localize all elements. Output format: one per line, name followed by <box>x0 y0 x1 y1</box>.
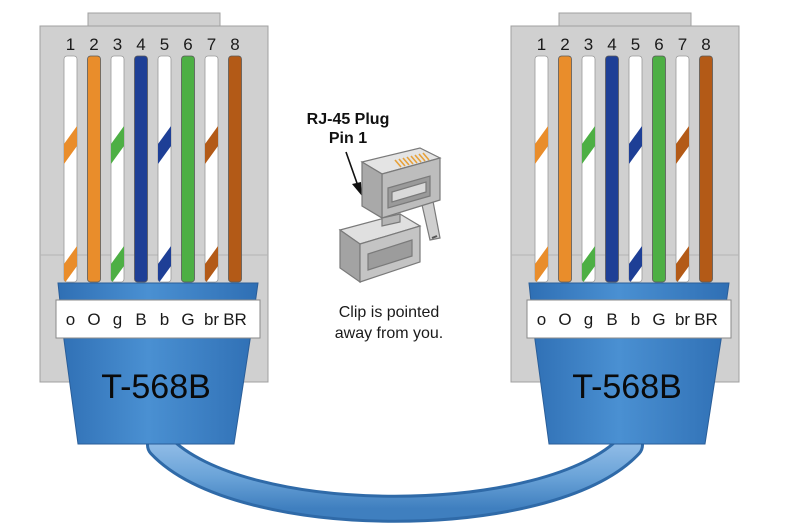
right-wire-8 <box>699 55 713 283</box>
left-pin-number-8: 8 <box>230 35 239 54</box>
left-wire-5 <box>157 55 172 283</box>
right-pin-number-5: 5 <box>631 35 640 54</box>
left-wire-label-1: o <box>66 310 75 329</box>
plug-title-line2: Pin 1 <box>329 130 367 147</box>
left-pin-number-5: 5 <box>160 35 169 54</box>
left-wire-label-5: b <box>160 310 169 329</box>
left-wire-label-7: br <box>204 310 219 329</box>
left-wire-label-4: B <box>135 310 146 329</box>
left-wire-1 <box>63 55 78 283</box>
right-pin-number-6: 6 <box>654 35 663 54</box>
plug-caption-line2: away from you. <box>335 325 443 342</box>
right-wire-3 <box>581 55 596 283</box>
right-pin-number-1: 1 <box>537 35 546 54</box>
right-pin-number-8: 8 <box>701 35 710 54</box>
left-wire-label-8: BR <box>223 310 247 329</box>
left-pin-number-7: 7 <box>207 35 216 54</box>
left-pin-number-2: 2 <box>89 35 98 54</box>
right-wire-label-8: BR <box>694 310 718 329</box>
pin1-arrow <box>345 151 359 187</box>
left-wire-6 <box>181 55 195 283</box>
right-wire-label-6: G <box>652 310 665 329</box>
right-wire-7 <box>675 55 690 283</box>
right-connector-tab <box>558 12 692 28</box>
right-wire-4 <box>605 55 619 283</box>
right-wire-1 <box>534 55 549 283</box>
left-wire-2 <box>87 55 101 283</box>
left-wire-4 <box>134 55 148 283</box>
right-wire-5 <box>628 55 643 283</box>
right-wire-label-2: O <box>558 310 571 329</box>
left-wire-label-6: G <box>181 310 194 329</box>
left-pin-number-6: 6 <box>183 35 192 54</box>
right-pin-number-2: 2 <box>560 35 569 54</box>
left-pin-number-4: 4 <box>136 35 145 54</box>
left-wire-label-strip <box>55 299 261 339</box>
right-pin-number-4: 4 <box>607 35 616 54</box>
right-wire-label-strip <box>526 299 732 339</box>
right-pin-number-3: 3 <box>584 35 593 54</box>
left-standard-label: T-568B <box>101 368 211 406</box>
left-wire-7 <box>204 55 219 283</box>
left-wire-8 <box>228 55 242 283</box>
left-pin-number-1: 1 <box>66 35 75 54</box>
right-standard-label: T-568B <box>572 368 682 406</box>
right-wire-label-5: b <box>631 310 640 329</box>
right-wire-label-4: B <box>606 310 617 329</box>
left-wire-label-2: O <box>87 310 100 329</box>
rj45-plug-illustration: RJ-45 Plug Pin 1 <box>307 111 444 342</box>
left-wire-3 <box>110 55 125 283</box>
right-wire-6 <box>652 55 666 283</box>
left-wire-label-3: g <box>113 310 122 329</box>
plug-title-line1: RJ-45 Plug <box>307 111 390 128</box>
right-wire-label-1: o <box>537 310 546 329</box>
right-wire-label-7: br <box>675 310 690 329</box>
plug-caption-line1: Clip is pointed <box>339 304 440 321</box>
right-wire-2 <box>558 55 572 283</box>
right-wire-label-3: g <box>584 310 593 329</box>
right-pin-number-7: 7 <box>678 35 687 54</box>
left-pin-number-3: 3 <box>113 35 122 54</box>
patch-cable-highlight <box>149 434 641 520</box>
pin1-arrowhead <box>352 182 362 196</box>
left-connector-tab <box>87 12 221 28</box>
plug-body <box>338 147 442 284</box>
